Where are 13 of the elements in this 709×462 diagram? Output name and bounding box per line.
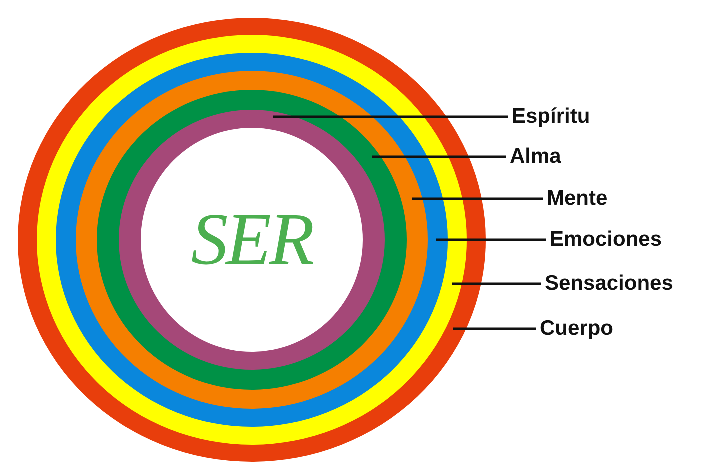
leader-line bbox=[372, 156, 506, 158]
layer-label: Mente bbox=[547, 187, 608, 211]
leader-line bbox=[453, 328, 536, 330]
leader-line bbox=[452, 282, 541, 286]
layer-label: Sensaciones bbox=[545, 272, 674, 296]
layer-label: Espíritu bbox=[512, 105, 590, 129]
center-word: SER bbox=[191, 198, 313, 282]
leader-line bbox=[273, 116, 508, 118]
layer-label: Alma bbox=[510, 145, 562, 169]
layer-label: Emociones bbox=[550, 228, 662, 252]
leader-line bbox=[412, 198, 543, 200]
layer-label: Cuerpo bbox=[540, 317, 614, 341]
leader-line bbox=[436, 238, 546, 242]
